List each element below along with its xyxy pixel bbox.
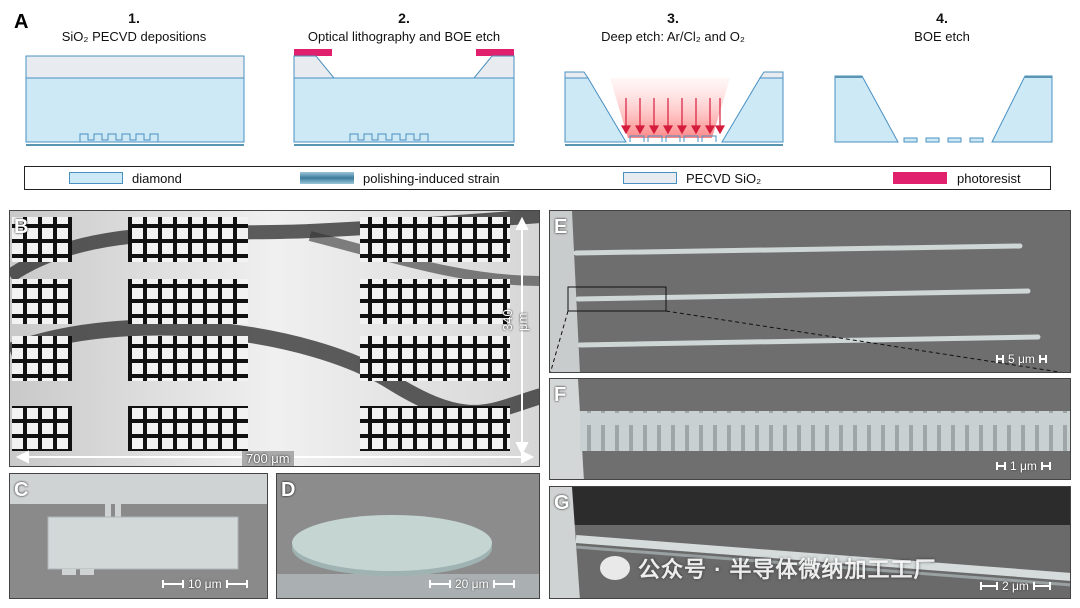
legend-label-diamond: diamond [132, 171, 182, 186]
panel-g-scale-label: 2 μm [1002, 579, 1029, 593]
panel-f-image [550, 379, 1070, 479]
panel-a-letter: A [14, 11, 29, 33]
step-2-sio2-right [472, 55, 515, 79]
process-flow-diagram [25, 49, 1053, 146]
panel-g-letter: G [554, 492, 570, 514]
step-2-sio2-left [293, 55, 336, 79]
step-3-title: Deep etch: Ar/Cl₂ and O₂ [601, 29, 745, 44]
step-4-number: 4. [936, 10, 948, 26]
step-4-suspended-beams [903, 137, 984, 143]
step-4-stack [834, 75, 1053, 143]
step-4-diamond-right [991, 75, 1053, 143]
panel-f-letter: F [554, 384, 567, 406]
step-1-diamond [25, 77, 245, 143]
panel-b-letter: B [14, 216, 29, 238]
panel-e-micrograph: E 5 μm [549, 210, 1071, 373]
step-1-stack [25, 55, 245, 146]
step-4-title: BOE etch [914, 29, 970, 44]
panel-c-micrograph: C 10 μm [9, 473, 268, 599]
panel-f-scalebar: 1 μm [996, 459, 1051, 473]
step-3-etch-arrows [620, 98, 726, 135]
step-1-sio2-layer [25, 55, 245, 79]
panel-d-micrograph: D 20 μm [276, 473, 540, 599]
panel-g-beam [575, 535, 1070, 581]
step-1-title: SiO₂ PECVD depositions [61, 29, 207, 44]
step-2-grating [349, 133, 429, 142]
step-1-grating [79, 133, 159, 142]
panel-d-scale-label: 20 μm [455, 577, 489, 591]
panel-d-image [277, 515, 539, 598]
step-3-sio2-left [564, 71, 589, 79]
step-2-stack [293, 49, 515, 146]
legend-swatch-strain [300, 172, 354, 184]
panel-f-micrograph: F 1 μm [549, 378, 1071, 480]
panel-b-height-label: 340 μm [500, 309, 530, 331]
step-2-photoresist-left [294, 49, 332, 56]
panel-b-image [10, 211, 539, 466]
height-dimension-arrow [515, 216, 529, 456]
step-2-number: 2. [398, 10, 410, 26]
step-1-number: 1. [128, 10, 140, 26]
panel-c-image [10, 474, 267, 575]
legend-box: diamond polishing-induced strain PECVD S… [24, 166, 1051, 190]
legend-label-photoresist: photoresist [957, 171, 1021, 186]
legend-swatch-diamond [69, 172, 123, 184]
legend-label-sio2: PECVD SiO₂ [686, 171, 762, 186]
panel-g-scalebar: 2 μm [980, 579, 1051, 593]
legend-swatch-photoresist [893, 172, 947, 184]
step-2-diamond [293, 77, 515, 143]
watermark-text: 公众号 · 半导体微纳加工工厂 [638, 557, 937, 582]
panel-b-width-label: 700 μm [242, 451, 294, 466]
panel-g-micrograph: G 2 μm [549, 486, 1071, 599]
panel-d-scalebar: 20 μm [429, 577, 515, 591]
wechat-icon [600, 556, 630, 580]
panel-e-zoom-box [567, 286, 667, 312]
panel-e-scale-label: 5 μm [1008, 352, 1035, 366]
panel-d-letter: D [281, 479, 296, 501]
step-3-number: 3. [667, 10, 679, 26]
panel-e-scalebar: 5 μm [996, 352, 1047, 366]
strain-band-3 [308, 231, 539, 286]
watermark: 公众号 · 半导体微纳加工工厂 [600, 552, 937, 584]
legend-swatch-sio2 [623, 172, 677, 184]
step-2-photoresist-right [476, 49, 514, 56]
panel-c-letter: C [14, 479, 29, 501]
legend-label-strain: polishing-induced strain [363, 171, 500, 186]
panel-e-beams [573, 243, 1041, 348]
panel-b-micrograph: B 340 μm 700 μm [9, 210, 540, 467]
panel-c-scalebar: 10 μm [162, 577, 248, 591]
panel-c-scale-label: 10 μm [188, 577, 222, 591]
panel-f-photonic-beam [580, 411, 1070, 451]
panel-c-plate [47, 516, 239, 570]
step-3-sio2-right [759, 71, 784, 79]
step-4-diamond-left [834, 75, 899, 143]
panel-d-disk [292, 515, 492, 571]
panel-f-scale-label: 1 μm [1010, 459, 1037, 473]
step-2-title: Optical lithography and BOE etch [307, 29, 501, 44]
step-3-grating [629, 135, 717, 142]
step-3-stack [564, 71, 784, 146]
cell-arrays [12, 217, 510, 451]
panel-e-letter: E [554, 216, 568, 238]
panel-g-image [550, 487, 1070, 598]
step-3-diamond-right [721, 77, 784, 143]
panel-e-image [550, 211, 1063, 372]
